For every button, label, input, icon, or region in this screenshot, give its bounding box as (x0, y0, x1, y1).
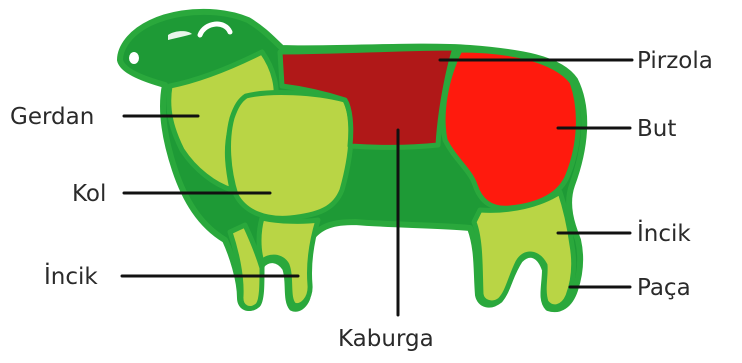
cut-kol (229, 93, 352, 219)
label-kol: Kol (72, 181, 106, 207)
label-gerdan: Gerdan (10, 104, 94, 130)
label-but: But (637, 116, 676, 142)
label-pirzola: Pirzola (637, 48, 713, 74)
label-paca: Paça (637, 275, 691, 301)
label-incik-front: İncik (44, 262, 98, 290)
nose-highlight (129, 52, 139, 64)
label-incik-back: İncik (637, 219, 691, 247)
label-kaburga: Kaburga (338, 326, 434, 352)
sheep-illustration (120, 12, 584, 309)
cut-back-leg (474, 192, 574, 307)
